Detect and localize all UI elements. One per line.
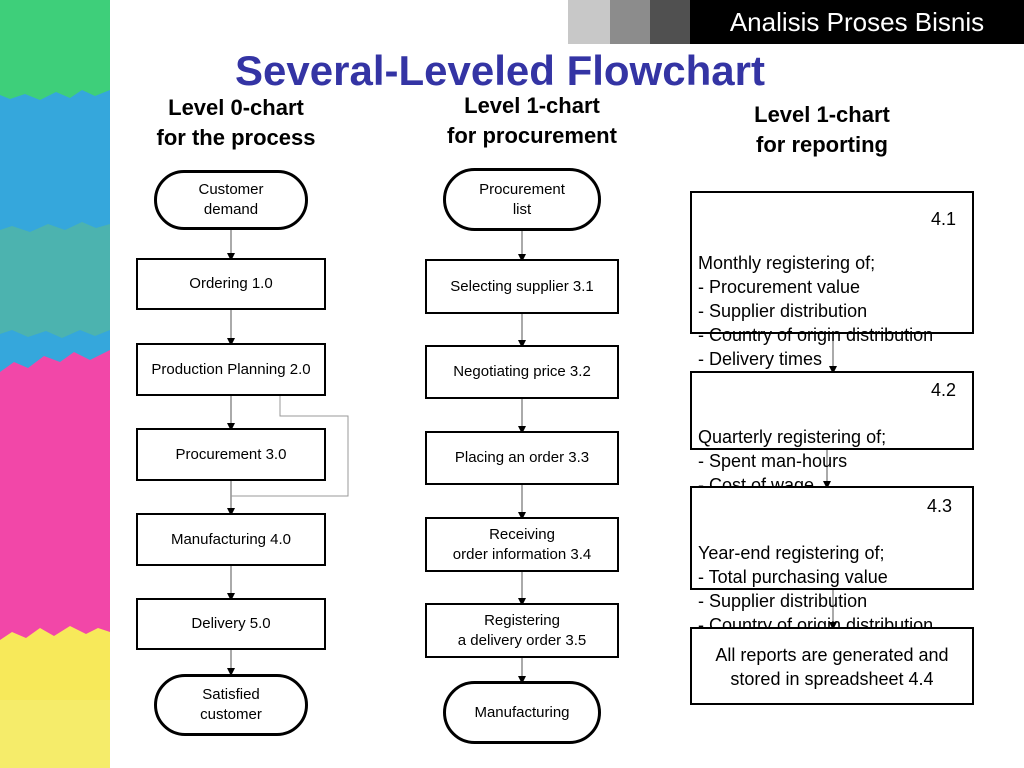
node-customer-demand: Customer demand [154, 170, 308, 230]
column-heading-reporting: Level 1-chart for reporting [754, 102, 890, 157]
node-negotiating-price: Negotiating price 3.2 [425, 345, 619, 399]
node-registering-delivery-order: Registering a delivery order 3.5 [425, 603, 619, 658]
node-monthly-registering: 4.1 Monthly registering of; - Procuremen… [690, 191, 974, 369]
decorative-side-stripe [0, 0, 110, 768]
node-number: 4.2 [930, 380, 956, 400]
header-banner: Analisis Proses Bisnis [690, 0, 1024, 44]
node-manufacturing-end: Manufacturing [443, 681, 601, 744]
node-quarterly-registering: 4.2 Quarterly registering of; - Spent ma… [690, 371, 974, 495]
node-placing-order: Placing an order 3.3 [425, 431, 619, 485]
header-block-dark [650, 0, 690, 44]
node-procurement: Procurement 3.0 [136, 428, 326, 481]
node-all-reports-generated: All reports are generated and stored in … [690, 627, 974, 705]
node-manufacturing: Manufacturing 4.0 [136, 513, 326, 566]
node-year-end-registering: 4.3 Year-end registering of; - Total pur… [690, 486, 974, 635]
node-number: 4.3 [926, 496, 952, 516]
column-heading-procurement: Level 1-chart for procurement [447, 93, 617, 148]
node-selecting-supplier: Selecting supplier 3.1 [425, 259, 619, 314]
node-ordering: Ordering 1.0 [136, 258, 326, 310]
page-title: Several-Leveled Flowchart [235, 47, 765, 94]
node-production-planning: Production Planning 2.0 [136, 343, 326, 396]
header-block-mid [610, 0, 650, 44]
node-text: Year-end registering of; - Total purchas… [698, 543, 934, 635]
node-satisfied-customer: Satisfied customer [154, 674, 308, 736]
node-receiving-order-information: Receiving order information 3.4 [425, 517, 619, 572]
header-block-light [568, 0, 610, 44]
node-delivery: Delivery 5.0 [136, 598, 326, 650]
column-heading-level0: Level 0-chart for the process [156, 95, 316, 150]
node-procurement-list: Procurement list [443, 168, 601, 231]
node-number: 4.1 [930, 209, 956, 229]
node-text: Monthly registering of; - Procurement va… [698, 253, 934, 369]
